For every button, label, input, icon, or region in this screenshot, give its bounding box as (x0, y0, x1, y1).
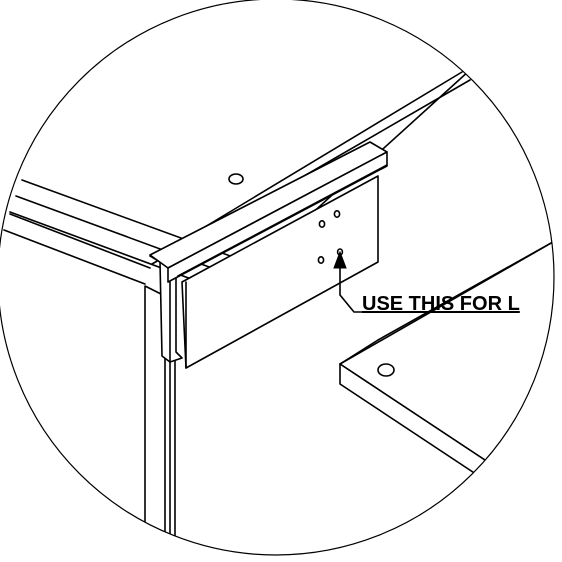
callout-label: USE THIS FOR L (362, 293, 520, 315)
cap-rail (149, 141, 388, 283)
bracket-hole-3 (317, 255, 325, 264)
detail-circle (0, 0, 555, 556)
bracket-plate (181, 175, 379, 369)
bottom-panel (461, 504, 554, 555)
top-hole (228, 173, 244, 185)
bracket-hole-1 (318, 220, 326, 229)
shelf-hole (377, 363, 395, 377)
bracket-hole-2 (333, 210, 341, 219)
left-panel (3, 213, 176, 555)
detail-contents (3, 69, 554, 555)
lower-shelf (339, 237, 554, 491)
